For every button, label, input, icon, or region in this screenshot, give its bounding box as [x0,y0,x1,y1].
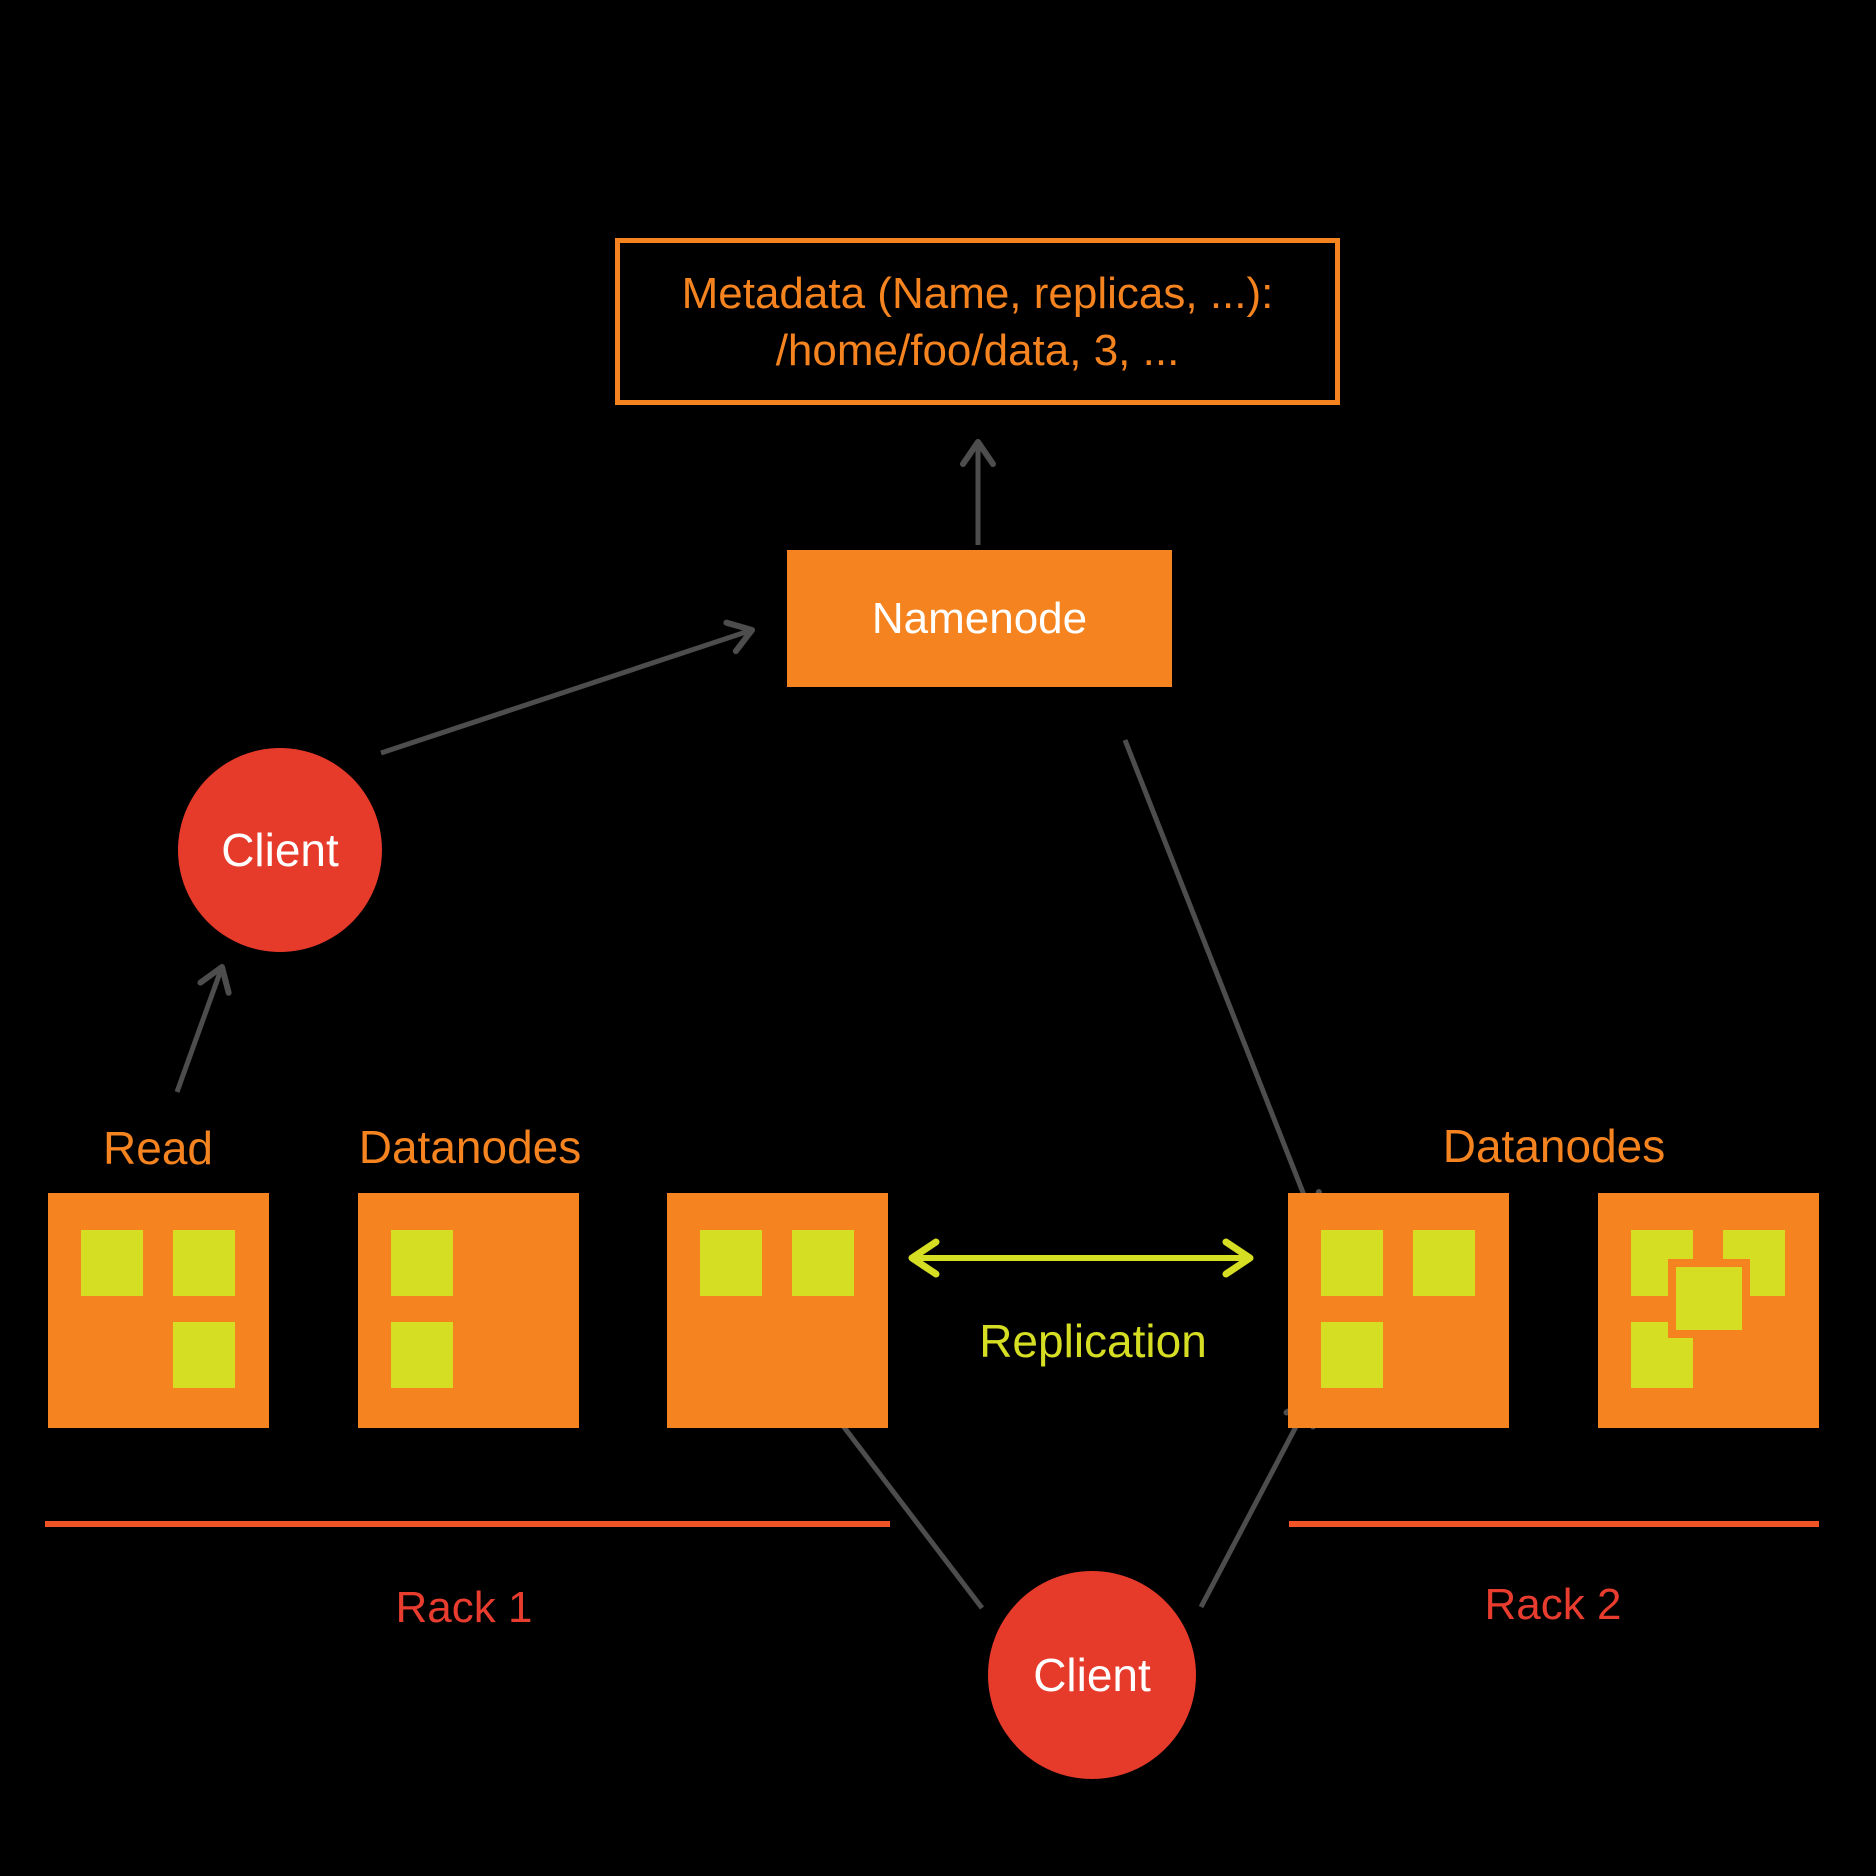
data-block [1413,1230,1475,1296]
datanodes-label-rack2: Datanodes [1442,1120,1666,1172]
data-block [81,1230,143,1296]
rack2-label: Rack 2 [1484,1580,1622,1629]
datanode-rack1-1 [48,1193,269,1428]
metadata-box: Metadata (Name, replicas, ...): /home/fo… [615,238,1340,405]
metadata-line1: Metadata (Name, replicas, ...): [681,268,1274,318]
client-top-label: Client [221,824,339,876]
data-block-overlapping [1668,1259,1750,1338]
namenode-label: Namenode [871,593,1088,643]
read-label: Read [103,1122,213,1174]
datanode-rack1-2 [358,1193,579,1428]
data-block [391,1230,453,1296]
client-circle-top: Client [178,748,382,952]
replication-label: Replication [979,1315,1207,1367]
data-block [173,1230,235,1296]
data-block [173,1322,235,1388]
metadata-line2: /home/foo/data, 3, ... [775,325,1180,375]
client-bottom-label: Client [1033,1649,1151,1701]
arrow-read-datanode-to-client [174,964,232,1093]
arrow-client-to-namenode [380,619,755,756]
datanode-rack2-1 [1288,1193,1509,1428]
data-block [1321,1230,1383,1296]
data-block [391,1322,453,1388]
datanodes-label-rack1: Datanodes [358,1121,582,1173]
datanode-rack1-3 [667,1193,888,1428]
rack1-line [45,1521,890,1527]
datanode-rack2-2 [1598,1193,1819,1428]
data-block [700,1230,762,1296]
rack1-label: Rack 1 [395,1583,533,1632]
rack2-line [1289,1521,1819,1527]
arrow-client-to-rack2-datanode [1198,1397,1317,1609]
client-circle-bottom: Client [988,1571,1196,1779]
namenode-box: Namenode [787,550,1172,687]
data-block [1321,1322,1383,1388]
data-block [792,1230,854,1296]
arrow-namenode-to-rack2-datanode [1122,739,1322,1221]
